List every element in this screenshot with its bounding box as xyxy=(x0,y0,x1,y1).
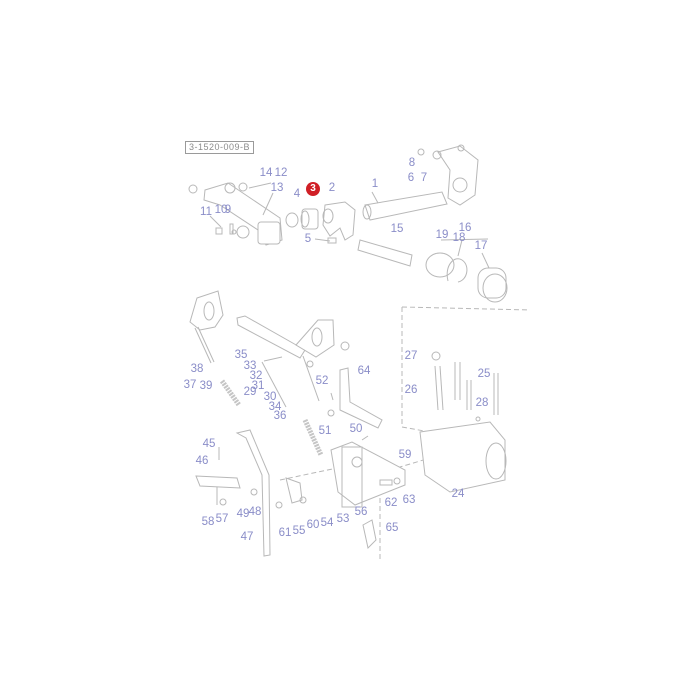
callout-label-38[interactable]: 38 xyxy=(190,363,204,375)
callout-label-18[interactable]: 18 xyxy=(452,232,466,244)
plate-assembly xyxy=(327,367,406,508)
callout-label-25[interactable]: 25 xyxy=(477,368,491,380)
callout-label-47[interactable]: 47 xyxy=(240,531,254,543)
pedal-47-assembly xyxy=(195,429,377,557)
callout-label-45[interactable]: 45 xyxy=(202,438,216,450)
callout-label-37[interactable]: 37 xyxy=(183,379,197,391)
valve-block-24 xyxy=(419,351,507,493)
callout-label-48[interactable]: 48 xyxy=(248,506,262,518)
callout-label-64[interactable]: 64 xyxy=(357,365,371,377)
callout-label-14[interactable]: 14 xyxy=(259,167,273,179)
callout-label-12[interactable]: 12 xyxy=(274,167,288,179)
callout-label-46[interactable]: 46 xyxy=(195,455,209,467)
callout-label-4[interactable]: 4 xyxy=(293,188,301,200)
callout-label-10[interactable]: 10 xyxy=(214,204,228,216)
callout-label-39[interactable]: 39 xyxy=(199,380,213,392)
callout-label-59[interactable]: 59 xyxy=(398,449,412,461)
callout-label-2[interactable]: 2 xyxy=(328,182,336,194)
callout-label-62[interactable]: 62 xyxy=(384,497,398,509)
callout-label-58[interactable]: 58 xyxy=(201,516,215,528)
callout-label-29[interactable]: 29 xyxy=(243,386,257,398)
callout-label-50[interactable]: 50 xyxy=(349,423,363,435)
callout-label-51[interactable]: 51 xyxy=(318,425,332,437)
highlighted-callout-part-3[interactable]: 3 xyxy=(306,182,320,196)
callout-label-65[interactable]: 65 xyxy=(385,522,399,534)
callout-label-31[interactable]: 31 xyxy=(251,380,265,392)
callout-label-27[interactable]: 27 xyxy=(404,350,418,362)
callout-label-52[interactable]: 52 xyxy=(315,375,329,387)
bracket-38 xyxy=(189,290,242,407)
callout-label-9[interactable]: 9 xyxy=(224,204,232,216)
callout-label-60[interactable]: 60 xyxy=(306,519,320,531)
callout-label-13[interactable]: 13 xyxy=(270,182,284,194)
callout-label-49[interactable]: 49 xyxy=(236,508,250,520)
callout-label-55[interactable]: 55 xyxy=(292,525,306,537)
callout-label-24[interactable]: 24 xyxy=(451,488,465,500)
callout-label-36[interactable]: 36 xyxy=(273,410,287,422)
callout-label-6[interactable]: 6 xyxy=(407,172,415,184)
callout-label-15[interactable]: 15 xyxy=(390,223,404,235)
callout-label-32[interactable]: 32 xyxy=(249,370,263,382)
callout-label-5[interactable]: 5 xyxy=(304,233,312,245)
callout-label-63[interactable]: 63 xyxy=(402,494,416,506)
callout-label-17[interactable]: 17 xyxy=(474,240,488,252)
callout-label-33[interactable]: 33 xyxy=(243,360,257,372)
callout-label-16[interactable]: 16 xyxy=(458,222,472,234)
callout-label-34[interactable]: 34 xyxy=(268,401,282,413)
callout-label-61[interactable]: 61 xyxy=(278,527,292,539)
callout-label-35[interactable]: 35 xyxy=(234,349,248,361)
callout-label-54[interactable]: 54 xyxy=(320,517,334,529)
callout-label-8[interactable]: 8 xyxy=(408,157,416,169)
callout-label-7[interactable]: 7 xyxy=(420,172,428,184)
callout-label-57[interactable]: 57 xyxy=(215,513,229,525)
callout-label-19[interactable]: 19 xyxy=(435,229,449,241)
callout-label-11[interactable]: 11 xyxy=(200,206,212,218)
diagram-reference-code: 3-1520-009-B xyxy=(185,141,255,154)
callout-label-30[interactable]: 30 xyxy=(263,391,277,403)
callout-label-56[interactable]: 56 xyxy=(354,506,368,518)
shaft-assembly-top xyxy=(285,144,508,303)
callout-label-26[interactable]: 26 xyxy=(404,384,418,396)
callout-label-28[interactable]: 28 xyxy=(475,397,489,409)
callout-label-1[interactable]: 1 xyxy=(371,178,379,190)
lever-arm-13 xyxy=(188,182,283,246)
lever-35-assembly xyxy=(236,315,350,457)
callout-label-53[interactable]: 53 xyxy=(336,513,350,525)
